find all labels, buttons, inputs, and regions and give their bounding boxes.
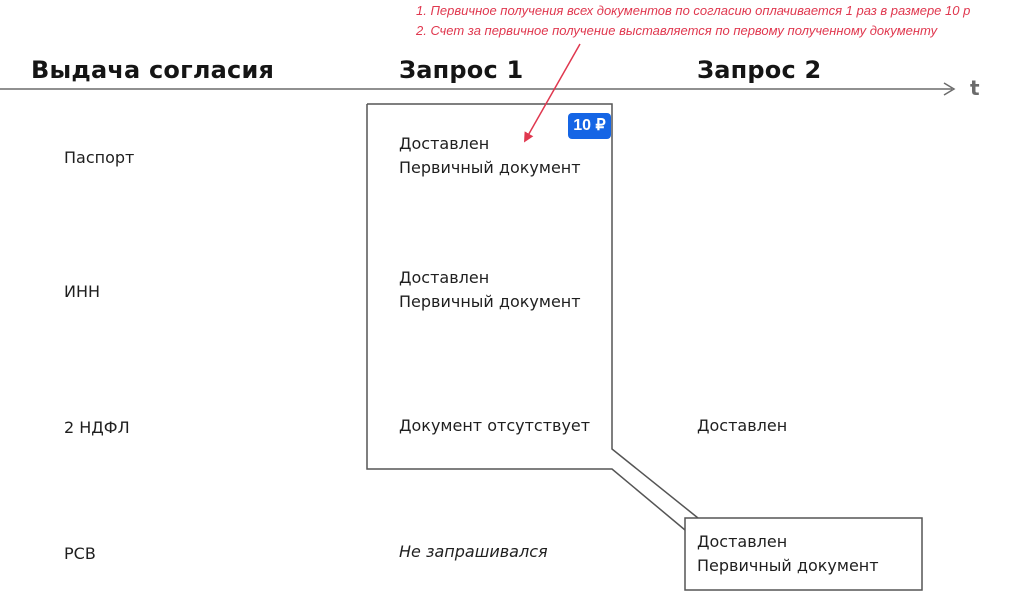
passport-request-1-cell: Доставлен Первичный документ [399, 132, 581, 180]
status-text: Первичный документ [697, 556, 879, 575]
price-badge: 10 ₽ [568, 113, 611, 139]
status-text: Доставлен [697, 532, 788, 551]
ndfl-request-1-cell: Документ отсутствует [399, 414, 590, 438]
annotation-note-2: 2. Счет за первичное получение выставляе… [416, 23, 938, 38]
inn-request-1-cell: Доставлен Первичный документ [399, 266, 581, 314]
rsv-request-2-cell: Доставлен Первичный документ [697, 530, 879, 578]
row-label-passport: Паспорт [64, 148, 135, 167]
annotation-note-1: 1. Первичное получения всех документов п… [416, 3, 971, 18]
request-2-outline [684, 517, 923, 591]
status-text: Доставлен [399, 268, 490, 287]
request-1-header: Запрос 1 [399, 56, 524, 84]
row-label-inn: ИНН [64, 282, 101, 301]
consent-title: Выдача согласия [31, 56, 275, 84]
arrow-pointer-icon [524, 43, 581, 143]
status-text: Доставлен [399, 134, 490, 153]
status-text: Доставлен [697, 416, 788, 435]
status-text: Не запрашивался [399, 542, 548, 561]
arrow-right-icon [943, 82, 956, 96]
request-2-header: Запрос 2 [697, 56, 822, 84]
time-axis-label: t [970, 76, 980, 100]
status-text: Первичный документ [399, 158, 581, 177]
status-text: Документ отсутствует [399, 416, 591, 435]
rsv-request-1-cell: Не запрашивался [399, 540, 548, 564]
annotation-notes: 1. Первичное получения всех документов п… [416, 1, 1021, 41]
request-1-outline [366, 103, 699, 531]
row-label-ndfl: 2 НДФЛ [64, 418, 130, 437]
status-text: Первичный документ [399, 292, 581, 311]
row-label-rsv: РСВ [64, 544, 96, 563]
ndfl-request-2-cell: Доставлен [697, 414, 787, 438]
